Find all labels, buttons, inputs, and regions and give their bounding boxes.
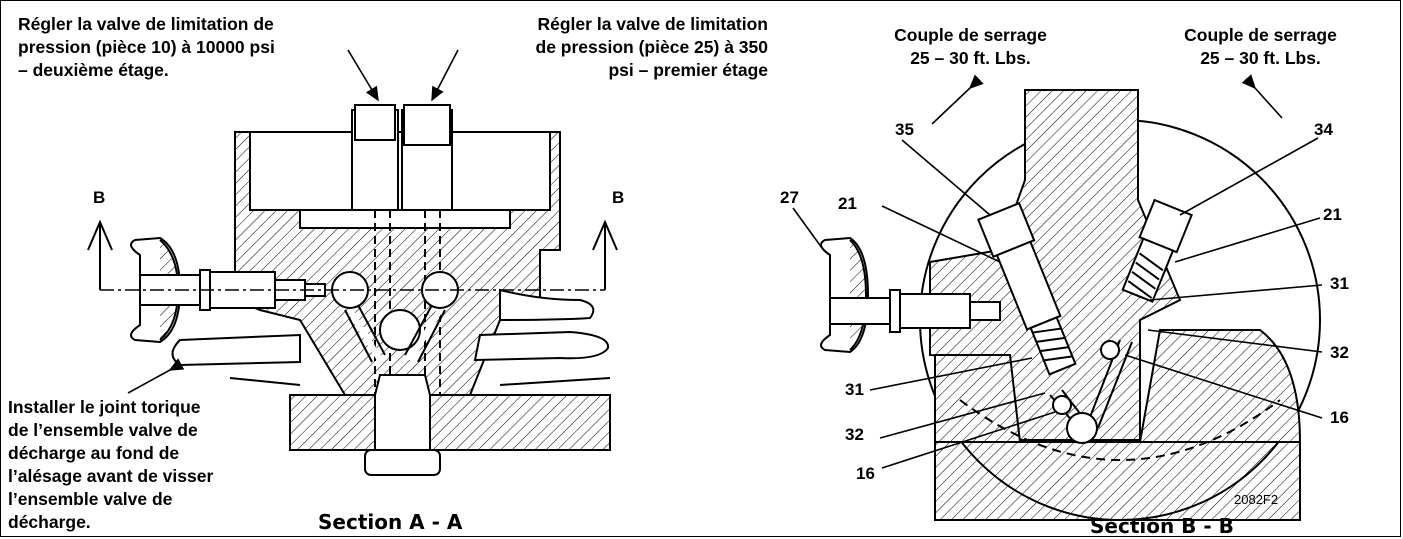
- part-number-31-left: 31: [845, 380, 864, 399]
- cooling-fin-left: [171, 333, 301, 367]
- cooling-fin-upper: [499, 288, 595, 322]
- section-a-drawing: [87, 104, 618, 476]
- leader-lines: [127, 49, 1323, 469]
- annotation-torque-right: Couple de serrage 25 – 30 ft. Lbs.: [1184, 25, 1337, 68]
- check-ball-center: [379, 309, 421, 351]
- cooling-fin-lower: [473, 330, 610, 362]
- annotation-relief-valve-25: Régler la valve de limitation de pressio…: [535, 14, 768, 80]
- bottom-plug: [374, 374, 431, 451]
- part-number-21-left: 21: [838, 194, 857, 213]
- caption-section-a: Section A - A: [318, 510, 463, 534]
- part-number-34: 34: [1314, 120, 1333, 139]
- annotation-relief-valve-10: Régler la valve de limitation de pressio…: [18, 14, 275, 80]
- annotation-install-oring: Installer le joint torique de l’ensemble…: [8, 397, 214, 532]
- part-number-31-right: 31: [1330, 274, 1349, 293]
- part-number-32-right: 32: [1330, 343, 1349, 362]
- section-b-drawing: [820, 89, 1321, 521]
- outlet-ball: [1066, 412, 1098, 444]
- annotation-torque-left: Couple de serrage 25 – 30 ft. Lbs.: [894, 25, 1047, 68]
- part-number-21-right: 21: [1323, 205, 1342, 224]
- part-number-27: 27: [780, 188, 799, 207]
- caption-section-b: Section B - B: [1090, 514, 1234, 538]
- section-mark-b-left: B: [93, 188, 106, 207]
- part-number-32-left: 32: [845, 425, 864, 444]
- part-number-35: 35: [895, 120, 914, 139]
- check-ball-16-right: [1100, 340, 1120, 360]
- part-number-16-left: 16: [856, 464, 875, 483]
- base-block: [934, 441, 1301, 521]
- section-mark-b-right: B: [612, 188, 625, 207]
- check-ball-16-left: [1052, 395, 1072, 415]
- mounting-flange: [289, 394, 611, 451]
- figure-reference: 2082F2: [1234, 492, 1279, 507]
- reservoir-cap: [249, 131, 551, 211]
- part-number-16-right: 16: [1330, 408, 1349, 427]
